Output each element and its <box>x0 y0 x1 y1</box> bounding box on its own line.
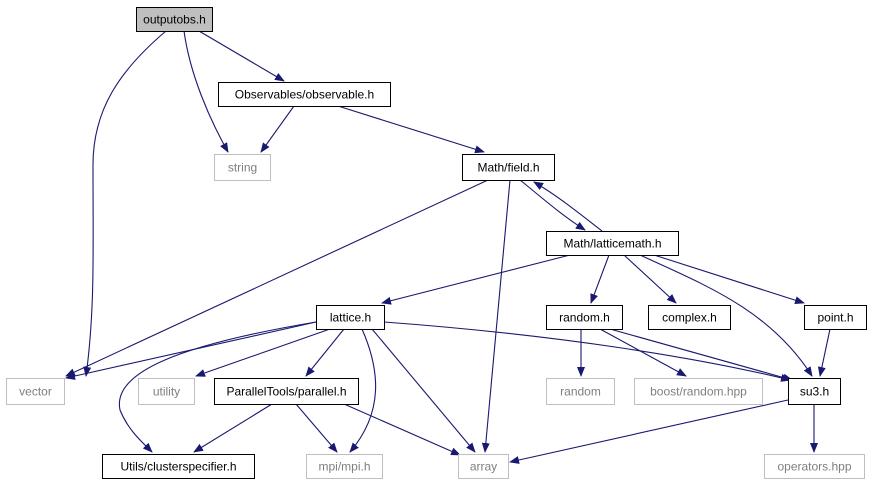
node-observable[interactable]: Observables/observable.h <box>218 82 391 107</box>
edge-lattice-to-su3 <box>383 321 791 382</box>
edges <box>65 30 831 464</box>
node-mpi: mpi/mpi.h <box>306 454 383 479</box>
edge-su3-to-array <box>509 399 789 464</box>
node-box <box>764 454 865 479</box>
node-label: mpi/mpi.h <box>318 460 370 474</box>
node-box <box>138 378 195 405</box>
node-label: ParallelTools/parallel.h <box>226 385 346 399</box>
node-box <box>6 378 65 405</box>
node-label: lattice.h <box>330 311 371 325</box>
node-label: su3.h <box>800 385 829 399</box>
node-label: Utils/clusterspecifier.h <box>120 460 236 474</box>
node-outputobs: outputobs.h <box>136 7 213 32</box>
node-label: random.h <box>559 311 610 325</box>
node-operators: operators.hpp <box>764 454 865 479</box>
node-label: boost/random.hpp <box>650 385 747 399</box>
node-box <box>316 305 385 330</box>
node-label: random <box>560 385 601 399</box>
node-box <box>462 154 555 181</box>
edge-parallel-to-array <box>343 403 461 456</box>
node-label: Observables/observable.h <box>235 88 374 102</box>
edge-lattice-to-cluster <box>118 321 317 453</box>
edge-random_h-to-boostrandom <box>599 328 687 377</box>
node-point[interactable]: point.h <box>804 305 867 330</box>
edge-field-to-latticemath <box>519 179 586 231</box>
edge-observable-to-field <box>337 105 485 154</box>
node-parallel[interactable]: ParallelTools/parallel.h <box>214 378 359 405</box>
edge-outputobs-to-string <box>183 30 229 153</box>
node-label: vector <box>19 385 52 399</box>
node-complex[interactable]: complex.h <box>648 305 731 330</box>
edge-random_h-to-su3 <box>609 328 793 382</box>
edge-latticemath-to-field <box>533 181 603 232</box>
edge-latticemath-to-complex <box>623 254 677 304</box>
node-label: outputobs.h <box>143 13 206 27</box>
node-label: Math/field.h <box>477 161 539 175</box>
node-random: random <box>546 378 615 405</box>
edge-field-to-array <box>481 179 511 453</box>
node-string: string <box>214 154 271 181</box>
node-array: array <box>458 454 509 479</box>
node-box <box>634 378 763 405</box>
node-box <box>136 7 213 32</box>
edge-parallel-to-cluster <box>193 403 273 453</box>
edge-latticemath-to-point <box>653 254 805 305</box>
node-box <box>546 378 615 405</box>
node-su3[interactable]: su3.h <box>788 378 841 405</box>
edge-parallel-to-mpi <box>295 403 338 453</box>
node-box <box>546 231 679 256</box>
edge-lattice-to-array <box>371 328 476 453</box>
edge-lattice-to-parallel <box>305 328 345 377</box>
node-lattice[interactable]: lattice.h <box>316 305 385 330</box>
node-box <box>306 454 383 479</box>
node-label: complex.h <box>662 311 717 325</box>
node-random_h[interactable]: random.h <box>546 305 623 330</box>
node-label: array <box>470 460 497 474</box>
edge-lattice-to-mpi <box>349 328 377 453</box>
node-utility: utility <box>138 378 195 405</box>
edge-observable-to-string <box>260 105 295 153</box>
edge-point-to-su3 <box>817 328 831 377</box>
node-latticemath[interactable]: Math/latticemath.h <box>546 231 679 256</box>
node-vector: vector <box>6 378 65 405</box>
node-boostrandom: boost/random.hpp <box>634 378 763 405</box>
edge-latticemath-to-su3 <box>639 254 813 377</box>
node-box <box>214 154 271 181</box>
node-box <box>102 454 255 479</box>
node-label: point.h <box>817 311 853 325</box>
node-label: string <box>228 161 257 175</box>
edge-lattice-to-utility <box>195 328 331 377</box>
edge-latticemath-to-lattice <box>381 254 571 305</box>
edge-outputobs-to-observable <box>198 30 285 82</box>
node-cluster[interactable]: Utils/clusterspecifier.h <box>102 454 255 479</box>
node-label: utility <box>153 385 180 399</box>
edge-outputobs-to-vector <box>83 30 167 377</box>
edge-field-to-vector <box>65 179 489 377</box>
node-box <box>218 82 391 107</box>
node-box <box>214 378 359 405</box>
edge-latticemath-to-random_h <box>590 254 610 304</box>
node-box <box>546 305 623 330</box>
node-box <box>788 378 841 405</box>
node-field[interactable]: Math/field.h <box>462 154 555 181</box>
node-box <box>648 305 731 330</box>
node-label: operators.hpp <box>777 460 851 474</box>
node-box <box>458 454 509 479</box>
node-label: Math/latticemath.h <box>563 237 661 251</box>
node-box <box>804 305 867 330</box>
